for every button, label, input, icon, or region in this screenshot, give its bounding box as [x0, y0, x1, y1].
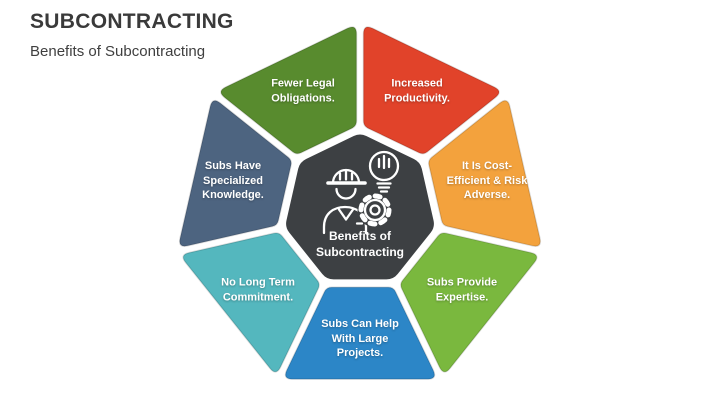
center-label: Benefits of Subcontracting	[315, 228, 404, 259]
segment-label-subs-provide-expertise: Subs Provide Expertise.	[426, 276, 498, 303]
segment-label-increased-productivity: Increased Productivity.	[384, 77, 450, 104]
segment-shape-5	[178, 99, 292, 247]
segment-shape-1	[428, 99, 542, 247]
page-subtitle: Benefits of Subcontracting	[30, 43, 206, 60]
gear-icon	[357, 192, 393, 228]
segment-label-no-long-term-commitment: No Long Term Commitment.	[221, 276, 295, 303]
segment-label-fewer-legal-obligations: Fewer Legal Obligations.	[271, 77, 335, 104]
page-title: SUBCONTRACTING	[30, 10, 234, 33]
segment-shape-2	[400, 232, 538, 373]
segment-label-subs-specialized-knowledge: Subs Have Specialized Knowledge.	[202, 160, 264, 202]
lightbulb-icon	[368, 150, 400, 193]
segment-shape-0	[362, 26, 500, 155]
segment-shapes	[178, 26, 542, 380]
segment-label-subs-can-help-large-projects: Subs Can Help With Large Projects.	[321, 318, 399, 360]
segment-shape-4	[182, 232, 320, 373]
slide-header: SUBCONTRACTING Benefits of Subcontractin…	[30, 10, 234, 60]
construction-worker-icon	[322, 168, 368, 235]
worker-idea-gear-icon	[322, 150, 400, 235]
segment-shape-3	[284, 286, 436, 380]
segment-shape-6	[220, 26, 358, 155]
segment-label-cost-efficient-risk-adverse: It Is Cost-Efficient & Risk Adverse.	[446, 160, 528, 202]
